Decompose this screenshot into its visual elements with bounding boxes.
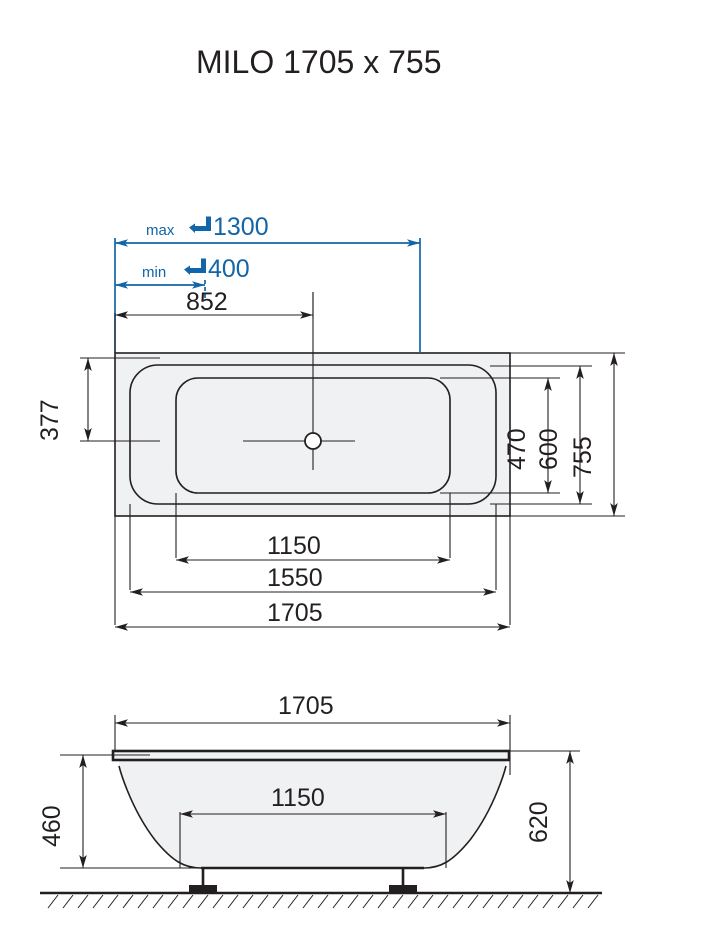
tap-min-value: 400 <box>208 255 250 283</box>
elevation-leg-foot-right <box>389 885 417 893</box>
faucet-icon <box>189 216 211 233</box>
elevation-view-group: 1705 1150 <box>38 692 602 909</box>
left-depth-dimension: 377 <box>36 357 160 442</box>
elevation-basin-depth-dimension: 460 <box>38 754 205 869</box>
elevation-top-length-dimension: 1705 <box>114 692 511 775</box>
elevation-total-height-dimension: 620 <box>506 750 580 893</box>
faucet-icon-min <box>184 258 206 275</box>
elevation-basin-length-dimension: 1150 <box>179 784 447 868</box>
right-width-dimensions: 470 600 755 <box>440 352 625 517</box>
mid-width-value: 600 <box>535 428 563 470</box>
elevation-basin-length-value: 1150 <box>271 784 325 812</box>
left-depth-value: 377 <box>36 399 64 441</box>
tap-max-value: 1300 <box>213 213 269 241</box>
tap-min-label: min <box>142 264 166 281</box>
inner-width-value: 470 <box>503 428 531 470</box>
elevation-top-length-value: 1705 <box>278 692 334 720</box>
plan-view-group: max 1300 min 400 852 <box>36 213 625 631</box>
outer-length-value: 1705 <box>267 599 323 627</box>
tap-max-label: max <box>146 222 175 239</box>
elevation-leg-foot-left <box>189 885 217 893</box>
outer-width-value: 755 <box>569 436 597 478</box>
drain-offset-value: 852 <box>186 288 228 316</box>
drain-offset-dimension: 852 <box>114 288 314 353</box>
elevation-basin-depth-value: 460 <box>38 805 66 847</box>
inner-length-value: 1150 <box>267 532 321 560</box>
elevation-rim-fill <box>113 751 509 760</box>
plan-drain-marker <box>243 292 355 470</box>
elevation-legs <box>189 868 417 893</box>
ground-line-group <box>40 891 602 909</box>
page-title: MILO 1705 x 755 <box>196 44 441 80</box>
mid-length-value: 1550 <box>267 564 323 592</box>
elevation-total-height-value: 620 <box>525 801 553 843</box>
bottom-length-dimensions: 1150 1550 1705 <box>114 493 511 631</box>
ground-hatching <box>47 894 599 909</box>
tap-dimension-group: max 1300 min 400 <box>114 213 421 353</box>
